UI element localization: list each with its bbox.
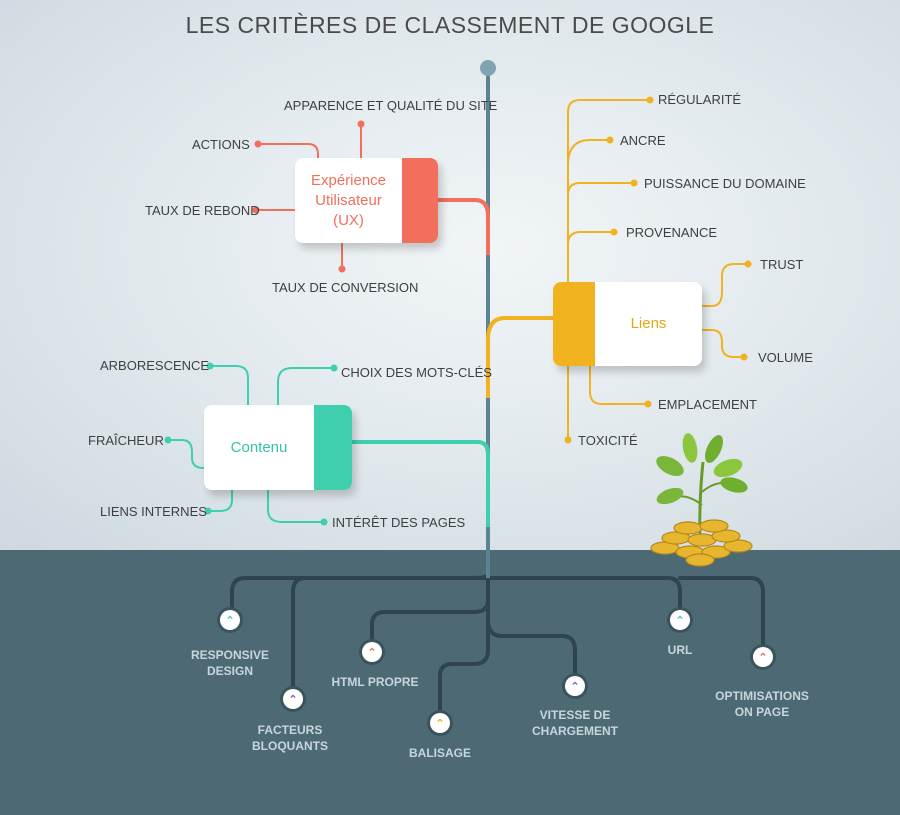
links-card-tab	[553, 282, 595, 366]
tech-optimisations-line1: OPTIMISATIONS	[715, 689, 809, 703]
tech-balisage-line1: BALISAGE	[408, 746, 471, 760]
sky-background	[0, 0, 900, 550]
ground-background	[0, 550, 900, 815]
content-card-label: Contenu	[230, 438, 288, 456]
roots	[230, 558, 765, 714]
ux-card: Expérience Utilisateur (UX)	[295, 158, 438, 243]
plant-coins-illustration	[650, 433, 753, 567]
tech-facteurs-label: FACTEURS BLOQUANTS	[240, 722, 340, 754]
root-facteurs	[291, 576, 490, 692]
chevron-up-icon: ⌃	[220, 610, 240, 630]
tech-url-label: URL	[650, 642, 710, 658]
root-balisage	[438, 558, 490, 714]
tech-facteurs-line2: BLOQUANTS	[252, 739, 328, 753]
ux-card-tab	[402, 158, 438, 243]
content-card-tab	[314, 405, 352, 490]
links-dots	[564, 96, 752, 444]
content-dots	[164, 362, 338, 526]
content-branch	[170, 365, 490, 527]
content-card: Contenu	[204, 405, 352, 490]
chevron-up-icon: ⌃	[283, 689, 303, 709]
page-title: LES CRITÈRES DE CLASSEMENT DE GOOGLE	[185, 12, 715, 38]
links-item-regularite: RÉGULARITÉ	[658, 92, 742, 107]
tech-html-line1: HTML PROPRE	[331, 675, 419, 689]
tech-balisage-label: BALISAGE	[390, 745, 490, 761]
ux-card-label: Expérience Utilisateur (UX)	[310, 171, 387, 229]
chevron-up-icon: ⌃	[753, 647, 773, 667]
ux-dots	[252, 120, 365, 273]
links-item-volume: VOLUME	[758, 350, 813, 365]
tech-vitesse-label: VITESSE DE CHARGEMENT	[520, 707, 630, 739]
root-url	[486, 576, 682, 610]
ux-item-taux-rebond: TAUX DE REBOND	[145, 203, 260, 218]
content-item-mots-cles: CHOIX DES MOTS-CLÉS	[341, 365, 492, 380]
links-item-provenance: PROVENANCE	[626, 225, 718, 240]
tech-facteurs-line1: FACTEURS	[257, 723, 323, 737]
chevron-up-icon: ⌃	[430, 713, 450, 733]
chevron-up-icon: ⌃	[362, 642, 382, 662]
links-branch	[486, 99, 746, 438]
content-item-interet-pages: INTÉRÊT DES PAGES	[332, 515, 466, 530]
tech-vitesse-line1: VITESSE DE	[539, 708, 611, 722]
tech-responsive-line1: RESPONSIVE	[190, 648, 270, 662]
chevron-up-icon: ⌃	[565, 676, 585, 696]
tech-optimisations-label: OPTIMISATIONS ON PAGE	[702, 688, 822, 720]
root-optimisations	[678, 576, 765, 650]
content-item-liens-internes: LIENS INTERNES	[100, 504, 207, 519]
links-item-trust: TRUST	[760, 257, 804, 272]
tech-responsive-line2: DESIGN	[206, 664, 253, 678]
chevron-up-icon: ⌃	[670, 610, 690, 630]
root-html	[370, 598, 490, 642]
links-item-emplacement: EMPLACEMENT	[658, 397, 757, 412]
tech-html-label: HTML PROPRE	[320, 674, 430, 690]
root-responsive	[230, 558, 490, 610]
ux-item-apparence: APPARENCE ET QUALITÉ DU SITE	[284, 98, 498, 113]
root-vitesse	[486, 618, 577, 678]
content-item-fraicheur: FRAÎCHEUR	[88, 433, 164, 448]
ux-item-taux-conversion: TAUX DE CONVERSION	[272, 280, 419, 295]
content-item-arborescence: ARBORESCENCE	[100, 358, 210, 373]
tech-optimisations-line2: ON PAGE	[734, 705, 790, 719]
links-item-toxicite: TOXICITÉ	[578, 433, 638, 448]
links-card: Liens	[553, 282, 702, 366]
links-item-ancre: ANCRE	[620, 133, 666, 148]
tech-vitesse-line2: CHARGEMENT	[532, 724, 618, 738]
links-item-puissance: PUISSANCE DU DOMAINE	[644, 176, 806, 191]
trunk-top-dot	[480, 60, 496, 76]
tech-responsive-label: RESPONSIVE DESIGN	[180, 647, 280, 679]
links-card-label: Liens	[630, 315, 667, 332]
ux-branch	[258, 125, 490, 268]
tech-url-line1: URL	[667, 643, 693, 657]
ux-item-actions: ACTIONS	[192, 137, 250, 152]
